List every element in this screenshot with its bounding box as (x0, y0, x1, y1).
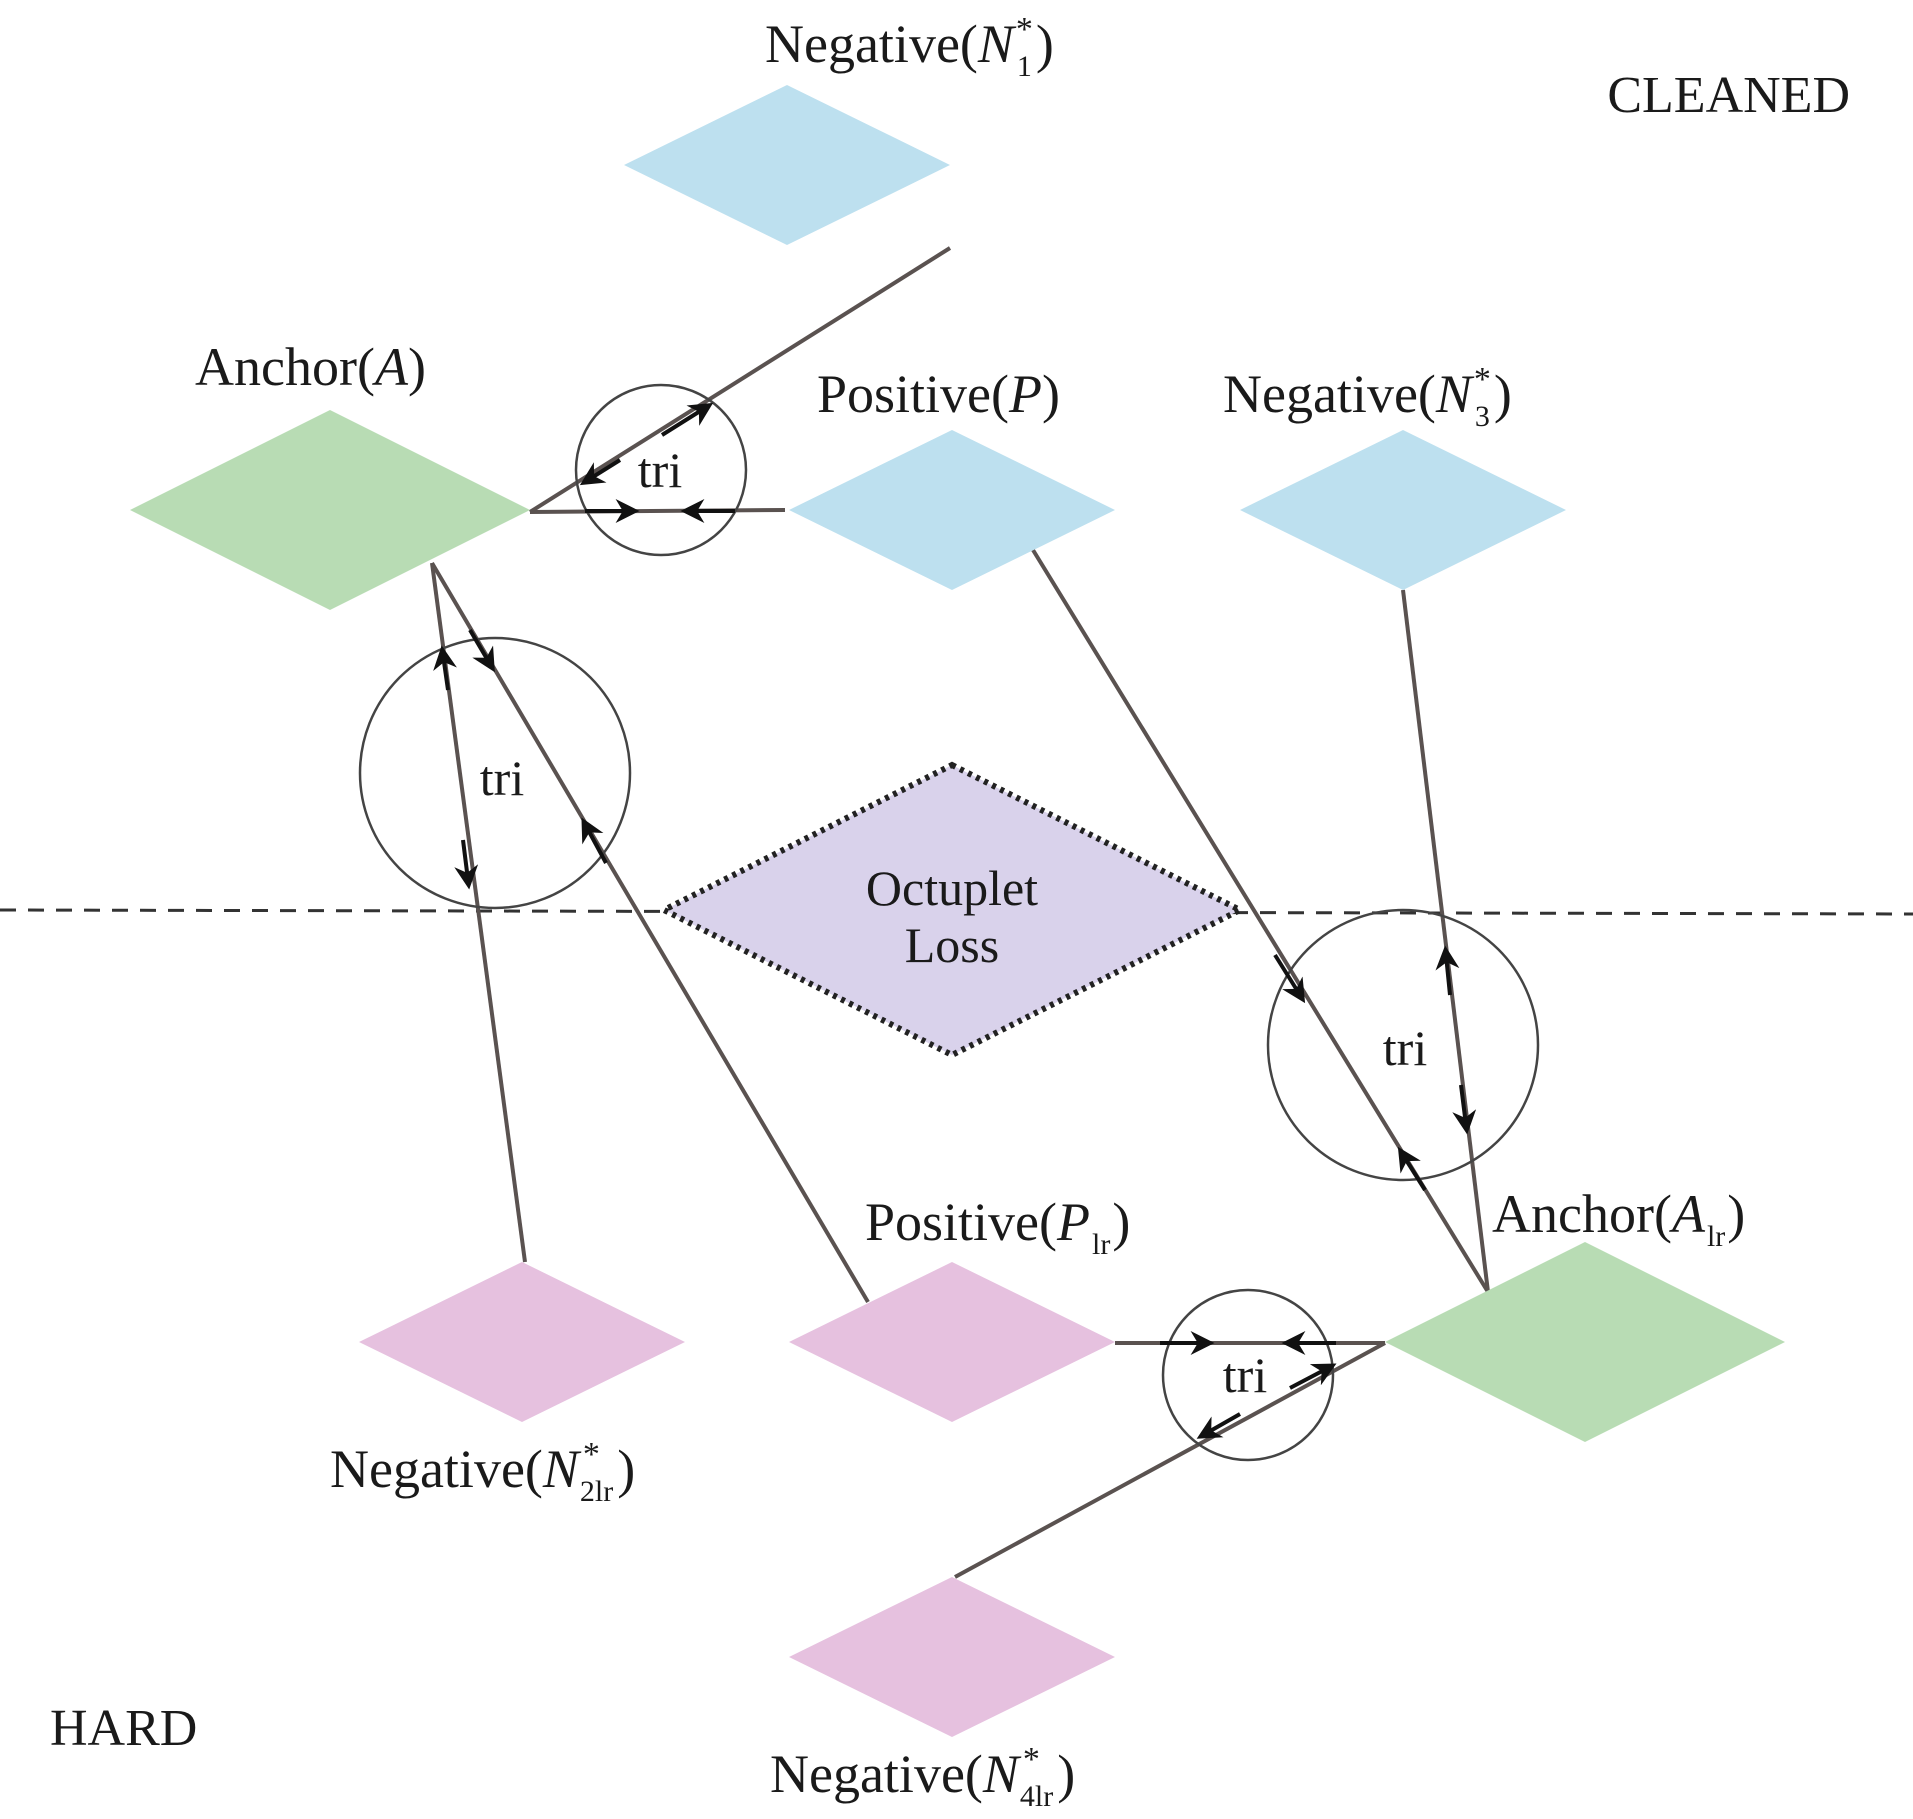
arrow-left-4 (581, 817, 608, 864)
tri-circle-right (1266, 908, 1540, 1182)
arrow-top-1 (660, 402, 714, 437)
arrow-right-2 (1397, 1146, 1427, 1192)
label-negative-n2lr: Negative(N*2lr) (330, 1436, 635, 1508)
octuplet-loss-diamond (657, 761, 1247, 1059)
region-label-hard: HARD (50, 1700, 197, 1757)
label-anchor-a: Anchor(A) (195, 337, 426, 397)
edge-a-plr (430, 561, 870, 1304)
edge-a-p (529, 508, 786, 514)
negative-n4lr-diamond (789, 1577, 1115, 1737)
tri-label-bottom: tri (1223, 1347, 1267, 1403)
label-positive-p: Positive(P) (817, 364, 1060, 424)
arrow-top-2 (579, 458, 622, 486)
label-anchor-alr: Anchor(Alr) (1492, 1184, 1745, 1253)
arrow-right-1 (1273, 953, 1306, 1004)
label-negative-n1: Negative(N*1) (765, 11, 1054, 83)
edge-n3-alr (1401, 589, 1490, 1293)
tri-label-top: tri (638, 442, 682, 498)
tri-label-right: tri (1383, 1020, 1427, 1076)
negative-n2lr-diamond (359, 1262, 685, 1422)
tri-label-left: tri (480, 750, 524, 806)
anchor-a-diamond (130, 410, 530, 610)
positive-plr-diamond (789, 1262, 1115, 1422)
negative-n3-diamond (1240, 430, 1566, 590)
arrow-left-3 (468, 628, 495, 673)
arrow-left-1 (433, 645, 457, 691)
arrow-left-2 (454, 839, 479, 890)
tri-circle-top (574, 383, 748, 557)
label-negative-n4lr: Negative(N*4lr) (770, 1741, 1075, 1813)
positive-p-diamond (789, 430, 1115, 590)
loss-label-line2: Loss (905, 917, 999, 973)
negative-n1-diamond (624, 85, 950, 245)
loss-label-line1: Octuplet (866, 860, 1038, 916)
arrow-bottom-4 (1196, 1412, 1241, 1439)
arrow-bottom-3 (1289, 1363, 1337, 1390)
label-negative-n3: Negative(N*3) (1223, 361, 1512, 433)
arrow-right-4 (1452, 1084, 1477, 1135)
label-positive-plr: Positive(Plr) (865, 1192, 1130, 1261)
anchor-alr-diamond (1385, 1242, 1785, 1442)
arrow-right-3 (1435, 945, 1460, 996)
region-label-cleaned: CLEANED (1607, 67, 1850, 124)
tri-circle-left (358, 636, 632, 910)
